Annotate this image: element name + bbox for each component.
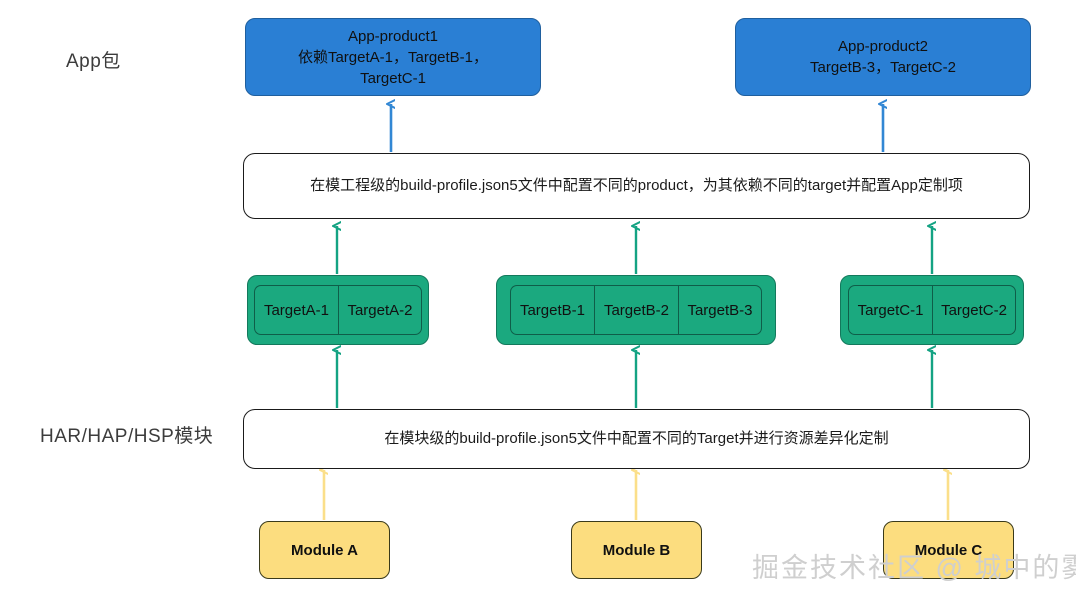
target-chip-b1[interactable]: TargetB-1 [510,285,594,335]
target-chip-b3[interactable]: TargetB-3 [678,285,762,335]
app-product2-line2: TargetB-3，TargetC-2 [810,59,956,76]
target-group-b[interactable]: TargetB-1 TargetB-2 TargetB-3 [496,275,776,345]
target-chip-c2[interactable]: TargetC-2 [932,285,1016,335]
target-group-c[interactable]: TargetC-1 TargetC-2 [840,275,1024,345]
app-product1-line2: 依赖TargetA-1，TargetB-1， [297,48,489,66]
project-level-config-text: 在模工程级的build-profile.json5文件中配置不同的product… [310,177,963,194]
target-group-a[interactable]: TargetA-1 TargetA-2 [247,275,429,345]
layer-label-app: App包 [66,51,121,72]
module-a-label: Module A [291,541,358,559]
module-b-label: Module B [602,541,671,559]
module-c-box[interactable]: Module C [883,521,1014,579]
module-level-config-box[interactable]: 在模块级的build-profile.json5文件中配置不同的Target并进… [243,409,1030,469]
app-product2-box[interactable]: App-product2 TargetB-3，TargetC-2 [735,18,1031,96]
app-product1-line3: TargetC-1 [360,69,426,87]
target-chip-a1[interactable]: TargetA-1 [254,285,338,335]
target-chip-c1[interactable]: TargetC-1 [848,285,932,335]
app-product1-box[interactable]: App-product1 依赖TargetA-1，TargetB-1， Targ… [245,18,541,96]
module-a-box[interactable]: Module A [259,521,390,579]
app-product1-line1: App-product1 [347,27,439,45]
target-chip-a2[interactable]: TargetA-2 [338,285,422,335]
layer-label-module: HAR/HAP/HSP模块 [40,426,214,447]
project-level-config-box[interactable]: 在模工程级的build-profile.json5文件中配置不同的product… [243,153,1030,219]
target-chip-b2[interactable]: TargetB-2 [594,285,678,335]
module-level-config-text: 在模块级的build-profile.json5文件中配置不同的Target并进… [384,430,889,447]
module-c-label: Module C [914,541,983,559]
module-b-box[interactable]: Module B [571,521,702,579]
app-product2-line1: App-product2 [837,38,929,55]
